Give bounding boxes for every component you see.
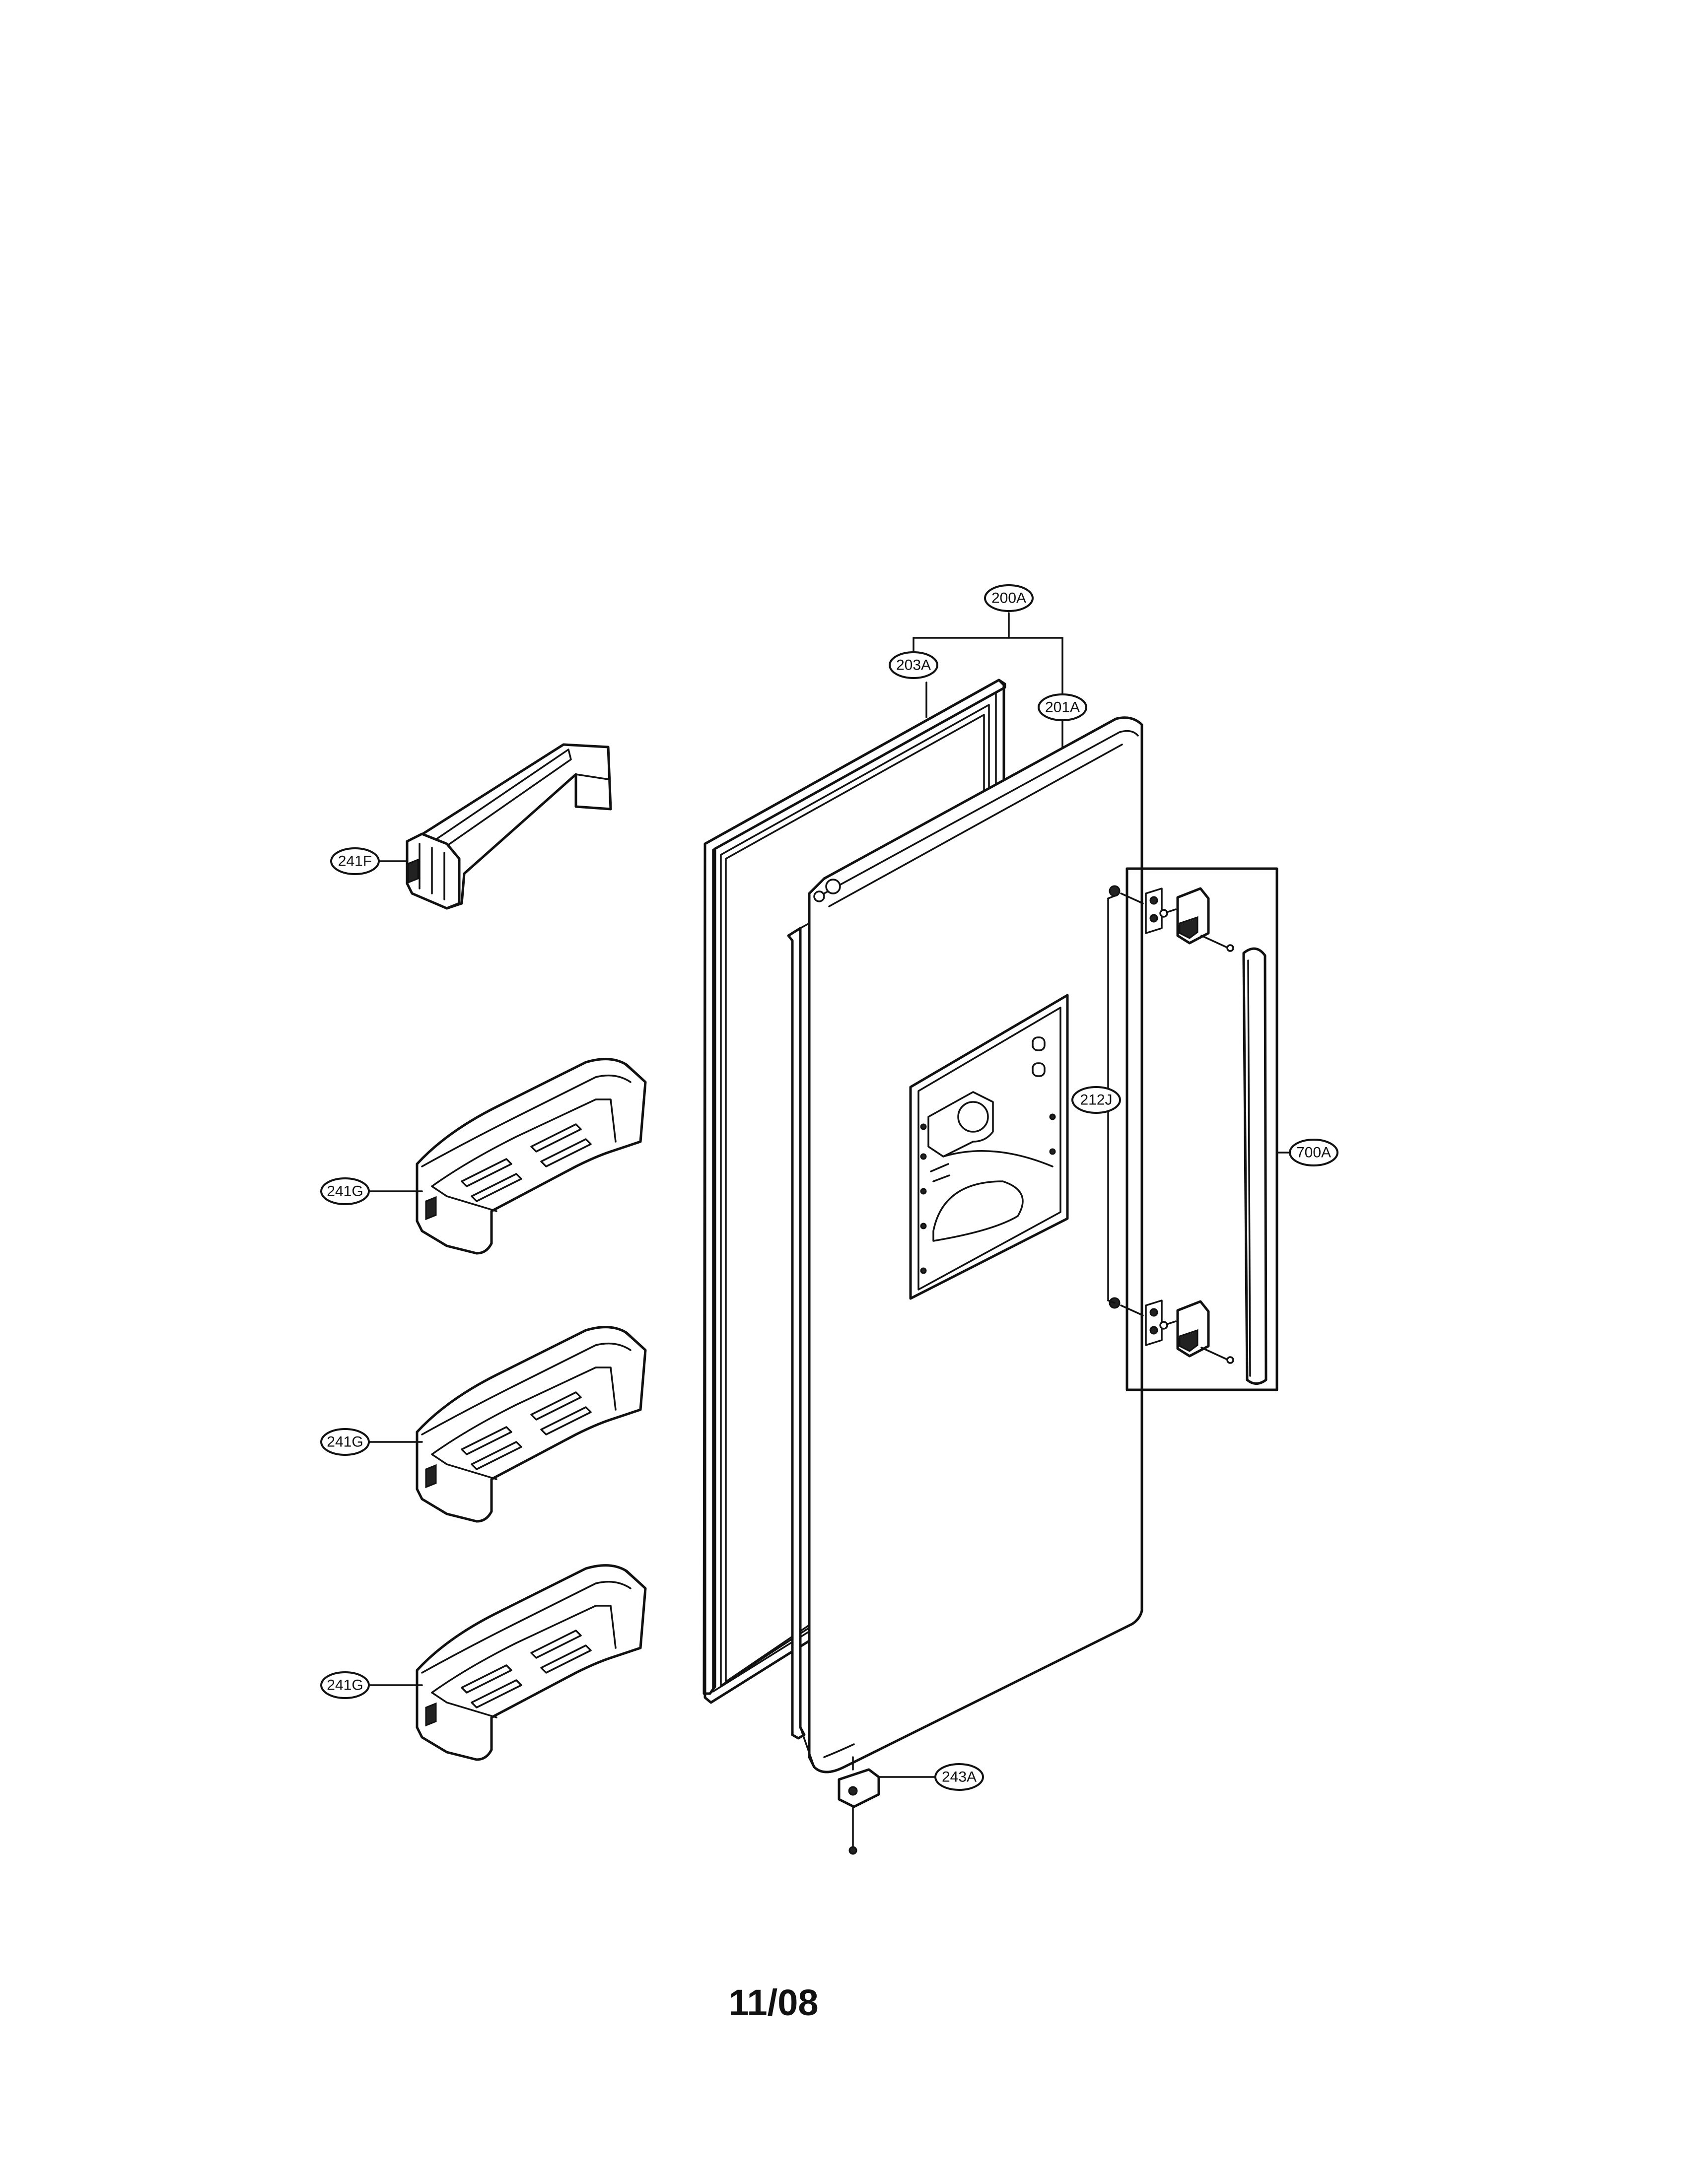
svg-text:243A: 243A bbox=[942, 1769, 977, 1785]
dispenser-recess bbox=[909, 994, 1069, 1300]
svg-text:241G: 241G bbox=[327, 1434, 363, 1450]
callout-212J: 212J bbox=[1071, 1086, 1121, 1114]
svg-text:241G: 241G bbox=[327, 1677, 363, 1694]
callout-203A: 203A bbox=[889, 651, 938, 679]
handle-assembly-box bbox=[1125, 867, 1278, 1391]
svg-text:241G: 241G bbox=[327, 1183, 363, 1200]
callout-241F: 241F bbox=[330, 847, 380, 875]
refrigerator-door bbox=[787, 716, 1143, 1774]
callout-243A: 243A bbox=[934, 1763, 984, 1791]
svg-text:700A: 700A bbox=[1296, 1145, 1331, 1161]
door-bin-large bbox=[416, 1326, 647, 1523]
callout-241G: 241G bbox=[320, 1671, 370, 1699]
assembly-bracket-200A bbox=[913, 612, 1063, 751]
svg-text:201A: 201A bbox=[1045, 699, 1080, 716]
leader-lines bbox=[366, 860, 1291, 1778]
door-bin-large bbox=[416, 1058, 647, 1255]
svg-text:200A: 200A bbox=[991, 590, 1026, 607]
lower-hinge bbox=[838, 1756, 880, 1855]
callout-241G: 241G bbox=[320, 1428, 370, 1456]
svg-text:241F: 241F bbox=[338, 853, 372, 870]
footer-date-code: 11/08 bbox=[728, 1982, 818, 2023]
svg-text:212J: 212J bbox=[1080, 1092, 1112, 1108]
door-bin-small bbox=[406, 743, 612, 910]
callout-201A: 201A bbox=[1038, 693, 1087, 721]
callout-200A: 200A bbox=[984, 584, 1034, 612]
door-bin-large bbox=[416, 1564, 647, 1761]
handle-mount-upper bbox=[1109, 885, 1234, 952]
handle-mount-lower bbox=[1109, 1297, 1234, 1364]
callout-241G: 241G bbox=[320, 1177, 370, 1205]
callout-700A: 700A bbox=[1289, 1139, 1338, 1166]
svg-text:203A: 203A bbox=[896, 657, 931, 674]
door-handle bbox=[1242, 947, 1267, 1385]
